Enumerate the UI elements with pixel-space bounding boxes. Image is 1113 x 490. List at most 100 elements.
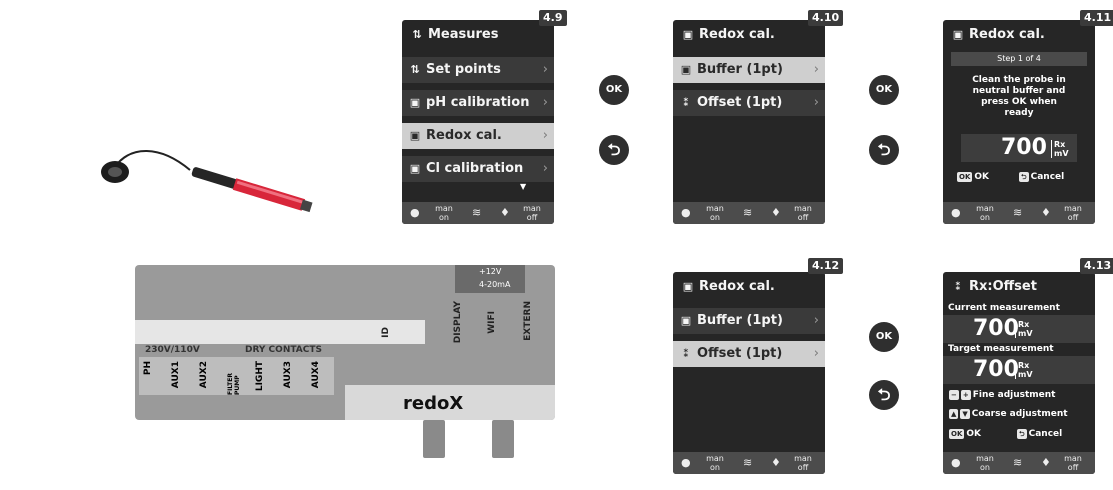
back-button[interactable]: ⮌ [869, 380, 899, 410]
calibration-icon: ▣ [682, 28, 694, 41]
wifi-icon: ≋ [472, 206, 482, 219]
menu-item-redox-cal[interactable]: ▣ Redox cal. › [402, 123, 554, 149]
voltage-label: 230V/110V [145, 345, 200, 355]
bulb-icon: ♦ [771, 206, 781, 219]
menu-item-ph-calibration[interactable]: ▣pH calibration› [402, 90, 554, 116]
ok-key-icon: OK [957, 172, 973, 182]
screen-redox-cal-offset-selected: ▣Redox cal. ▣Buffer (1pt)› ⁑Offset (1pt)… [673, 272, 825, 474]
coarse-adjustment-hint: ▲▼Coarse adjustment [949, 409, 1068, 419]
up-key-icon: ▲ [949, 409, 959, 419]
connector-light: LIGHT [255, 361, 265, 392]
back-button[interactable]: ⮌ [599, 135, 629, 165]
power-420ma-label: 4-20mA [479, 280, 511, 289]
menu-item-buffer[interactable]: ▣ Buffer (1pt) › [673, 57, 825, 83]
calibration-icon: ▣ [682, 280, 694, 293]
instruction-text: Clean the probe in neutral buffer and pr… [972, 75, 1066, 118]
menu-item-label: Buffer (1pt) [697, 313, 783, 328]
menu-item-offset[interactable]: ⁑Offset (1pt)› [673, 90, 825, 116]
connector-aux3: AUX3 [283, 361, 293, 389]
dry-contacts-label: DRY CONTACTS [245, 345, 322, 355]
cancel-softkey[interactable]: ⮌Cancel [1017, 429, 1063, 439]
calibration-icon: ▣ [409, 96, 421, 109]
setpoints-icon: ⇅ [410, 63, 420, 76]
id-label: ID [381, 327, 391, 338]
scroll-down-icon[interactable]: ▼ [520, 182, 527, 191]
measurement-value: 700 [1001, 135, 1047, 160]
menu-item-label: Offset (1pt) [697, 95, 783, 110]
current-measurement-value: 700 [973, 316, 1019, 341]
chevron-right-icon: › [813, 313, 819, 328]
down-key-icon: ▼ [960, 409, 970, 419]
brand-plate [345, 385, 555, 420]
menu-item-set-points[interactable]: ⇅Set points› [402, 57, 554, 83]
wifi-icon: ≋ [1013, 206, 1023, 219]
ok-button[interactable]: OK [869, 75, 899, 105]
screen-redox-cal-step: ▣Redox cal. Step 1 of 4 Clean the probe … [943, 20, 1095, 224]
connector-labels: PH AUX1 AUX2 FILTER PUMP LIGHT AUX3 AUX4 [139, 357, 334, 395]
header-wifi: WIFI [487, 311, 497, 334]
controller-board: 230V/110V DRY CONTACTS PH AUX1 AUX2 FILT… [135, 265, 555, 420]
chevron-right-icon: › [542, 128, 548, 143]
menu-item-label: Offset (1pt) [697, 346, 783, 361]
ok-button[interactable]: OK [599, 75, 629, 105]
bnc-connector-2 [492, 420, 514, 458]
plus-key-icon: + [960, 390, 971, 400]
step-indicator: Step 1 of 4 [951, 52, 1087, 66]
menu-item-label: Redox cal. [426, 128, 502, 143]
offset-icon: ⁑ [955, 280, 961, 293]
menu-item-offset[interactable]: ⁑Offset (1pt)› [673, 341, 825, 367]
back-key-icon: ⮌ [1019, 172, 1029, 182]
menu-item-cl-calibration[interactable]: ▣Cl calibration› [402, 156, 554, 182]
chevron-right-icon: › [813, 95, 819, 110]
minus-key-icon: − [949, 390, 959, 400]
chevron-right-icon: › [813, 62, 819, 77]
back-button[interactable]: ⮌ [869, 135, 899, 165]
calibration-icon: ▣ [409, 129, 421, 142]
target-measurement-label: Target measurement [948, 344, 1054, 354]
ok-button[interactable]: OK [869, 322, 899, 352]
screen-badge: 4.9 [539, 10, 567, 26]
chevron-right-icon: › [542, 62, 548, 77]
screen-badge: 4.10 [808, 10, 844, 26]
bulb-icon: ♦ [500, 206, 510, 219]
terminal-strip [135, 320, 335, 344]
connector-ph: PH [143, 361, 153, 376]
wifi-icon: ≋ [743, 206, 753, 219]
menu-item-label: Cl calibration [426, 161, 524, 176]
brand-label: redoX [403, 393, 464, 414]
buffer-icon: ▣ [680, 63, 692, 76]
redox-probe-illustration [101, 150, 313, 213]
menu-item-buffer[interactable]: ▣Buffer (1pt)› [673, 308, 825, 334]
menu-item-label: Buffer (1pt) [697, 62, 783, 77]
wifi-icon: ≋ [743, 456, 753, 469]
pump-icon: ● [410, 206, 420, 219]
screen-redox-cal: ▣Redox cal. ▣Buffer (1pt)› ⁑Offset (1pt)… [673, 20, 825, 224]
header-extern: EXTERN [523, 301, 533, 341]
pump-icon: ● [681, 206, 691, 219]
cancel-softkey[interactable]: ⮌Cancel [1019, 172, 1065, 182]
current-measurement-label: Current measurement [948, 303, 1060, 313]
fine-adjustment-hint: −+Fine adjustment [949, 390, 1056, 400]
power-12v-label: +12V [479, 267, 502, 276]
pump-icon: ● [951, 206, 961, 219]
connector-aux2: AUX2 [199, 361, 209, 389]
connector-aux1: AUX1 [171, 361, 181, 389]
calibration-icon: ▣ [409, 162, 421, 175]
screen-badge: 4.13 [1080, 258, 1113, 274]
measures-icon: ⇅ [412, 28, 422, 41]
screen-badge: 4.12 [808, 258, 844, 274]
